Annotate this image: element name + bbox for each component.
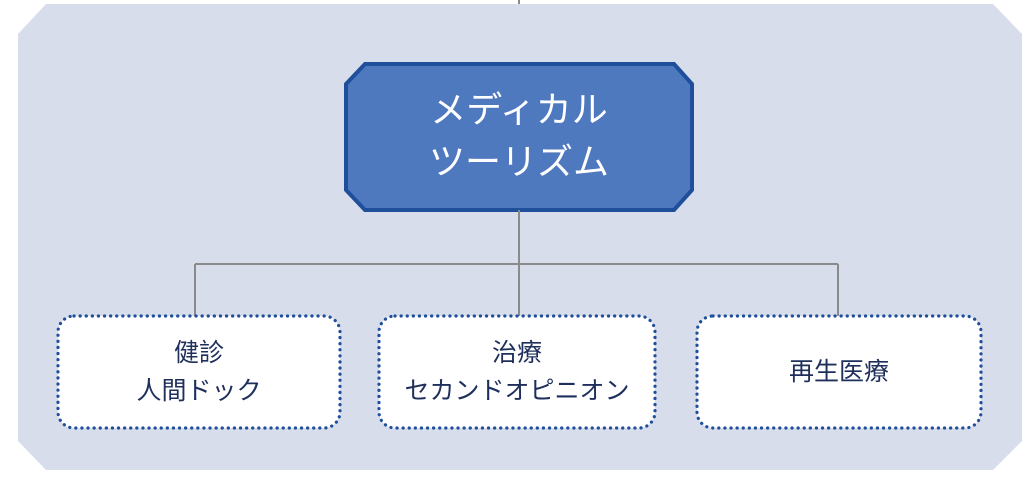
child-node-1-line-1: 健診 xyxy=(173,338,224,367)
child-node-3-line-1: 再生医療 xyxy=(788,357,889,386)
child-node-2-shape xyxy=(377,314,657,430)
child-node-2-label: 治療 セカンドオピニオン xyxy=(379,316,655,428)
child-node-3-label: 再生医療 xyxy=(697,316,981,428)
root-node-shape xyxy=(344,62,694,212)
root-node-line-1: メディカル xyxy=(430,90,608,131)
child-node-1-shape xyxy=(56,314,342,430)
child-node-2-line-2: セカンドオピニオン xyxy=(404,376,630,405)
child-node-2-line-1: 治療 xyxy=(491,338,542,367)
root-node-line-2: ツーリズム xyxy=(428,142,609,183)
child-node-1-line-2: 人間ドック xyxy=(136,376,262,405)
root-node-label: メディカル ツーリズム xyxy=(346,64,692,210)
child-node-3-shape xyxy=(695,314,983,430)
child-node-1-label: 健診 人間ドック xyxy=(58,316,340,428)
